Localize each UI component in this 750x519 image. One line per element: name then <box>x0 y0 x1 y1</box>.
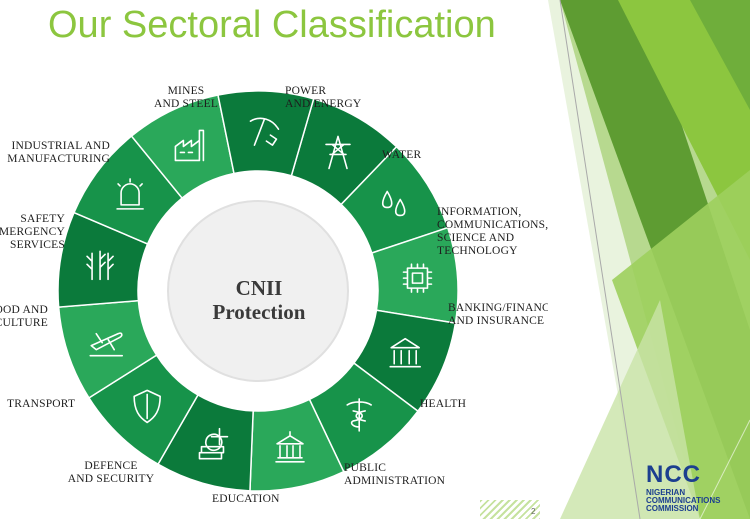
cnii-wheel <box>57 90 459 492</box>
sector-label-industrial: INDUSTRIAL AND MANUFACTURING <box>7 140 110 165</box>
sector-label-power-and-energy: POWER AND ENERGY <box>285 85 362 110</box>
sector-label-transport: TRANSPORT <box>7 398 76 410</box>
sector-label-ict: INFORMATION, COMMUNICATIONS, SCIENCE AND… <box>437 206 548 257</box>
airplane-icon <box>89 332 124 357</box>
center-title: CNII Protection <box>196 276 322 324</box>
sector-label-education: EDUCATION <box>212 493 280 505</box>
ncc-logo-line-1: NIGERIAN <box>646 488 686 497</box>
caduceus-icon <box>346 398 372 432</box>
sector-label-banking: BANKING/FINANCE AND INSURANCE <box>448 302 548 327</box>
sector-label-defence-and-security: DEFENCE AND SECURITY <box>67 460 155 485</box>
factory-icon <box>174 129 205 162</box>
page-number: 2 <box>531 507 536 516</box>
slide-title: Our Sectoral Classification <box>48 4 496 46</box>
chip-icon <box>402 263 433 293</box>
crops-icon <box>86 250 114 281</box>
government-building-icon <box>275 430 305 463</box>
sector-label-water: WATER <box>382 149 422 161</box>
center-title-line-2: Protection <box>212 300 306 324</box>
center-title-line-1: CNII <box>235 276 283 300</box>
sector-label-safety-emergency: SAFETY EMERGENCY SERVICES <box>0 213 65 251</box>
ncc-logo-line-2: COMMUNICATIONS <box>646 496 721 505</box>
ncc-logo: NCC NIGERIAN COMMUNICATIONS COMMISSION <box>646 462 746 514</box>
sector-label-food-and-agriculture: FOOD AND AGRICULTURE <box>0 304 48 329</box>
sector-label-public-administration: PUBLIC ADMINISTRATION <box>344 462 446 487</box>
pickaxe-icon <box>249 117 280 146</box>
sector-label-health: HEALTH <box>420 398 467 410</box>
books-globe-icon <box>198 427 229 460</box>
shield-icon <box>133 389 161 424</box>
center-disc <box>167 200 349 382</box>
ncc-logo-line-3: COMMISSION <box>646 504 699 513</box>
bank-icon <box>389 337 421 368</box>
sector-label-mines-and-steel: MINES AND STEEL <box>153 85 219 110</box>
footer-hatch <box>480 500 540 519</box>
ncc-logo-letters: NCC <box>646 461 701 488</box>
water-drops-icon <box>381 190 406 217</box>
siren-icon <box>116 178 144 210</box>
power-tower-icon <box>325 135 351 170</box>
